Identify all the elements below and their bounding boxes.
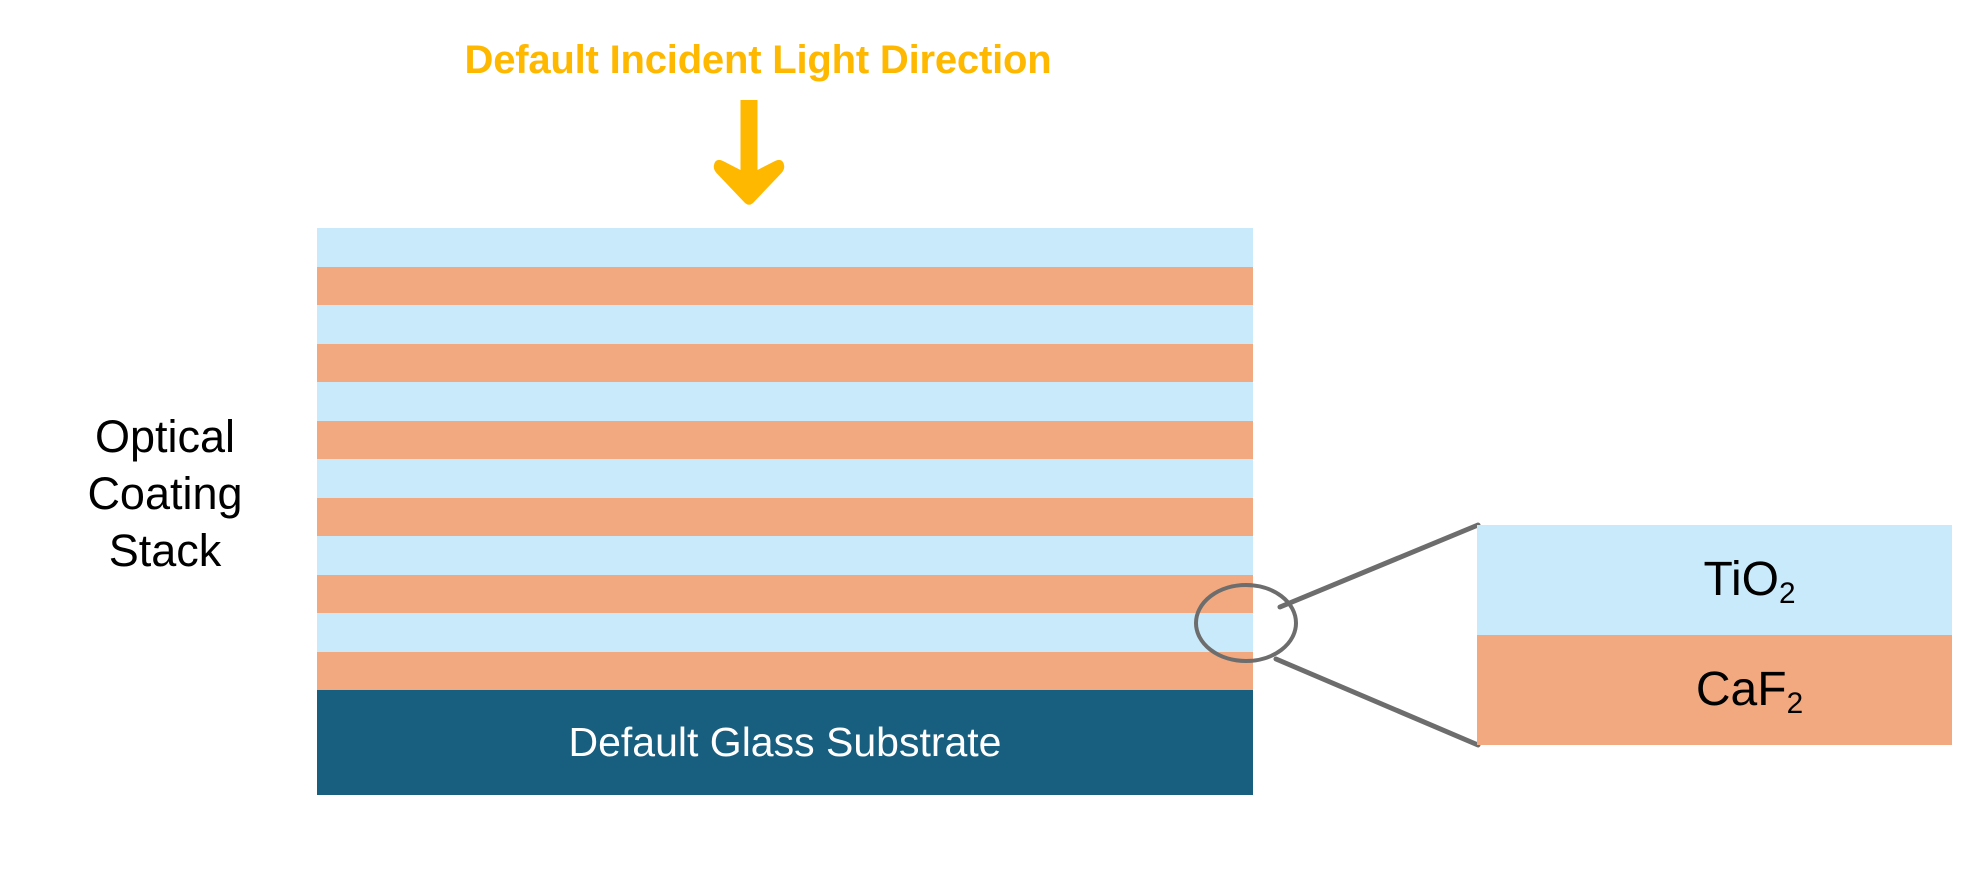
coating-layer <box>317 459 1253 498</box>
detail-callout-box: TiO2 CaF2 <box>1477 525 1952 745</box>
optical-coating-stack-label: Optical Coating Stack <box>20 408 310 579</box>
coating-layer <box>317 228 1253 267</box>
detail-layer-caf2: CaF2 <box>1477 635 1952 745</box>
coating-stack <box>317 228 1253 690</box>
magnifier-callout-leaders <box>1194 522 1481 748</box>
coating-layer <box>317 613 1253 652</box>
incident-light-arrow-icon <box>713 100 785 205</box>
leader-line-top <box>1277 522 1481 610</box>
coating-layer <box>317 536 1253 575</box>
coating-layer <box>317 266 1253 305</box>
caption-line-2: Coating <box>87 468 243 519</box>
coating-layer <box>317 420 1253 459</box>
incident-light-title: Default Incident Light Direction <box>464 38 1052 82</box>
substrate-label: Default Glass Substrate <box>568 719 1002 765</box>
coating-layer <box>317 651 1253 690</box>
coating-layer <box>317 343 1253 382</box>
coating-layer <box>317 305 1253 344</box>
coating-layer <box>317 574 1253 613</box>
coating-layer <box>317 497 1253 536</box>
magnifier-ellipse-icon <box>1194 583 1298 663</box>
detail-label-caf2: CaF2 <box>1695 663 1804 721</box>
detail-layer-tio2: TiO2 <box>1477 525 1952 635</box>
leader-line-bottom <box>1273 656 1481 748</box>
coating-layer <box>317 382 1253 421</box>
glass-substrate: Default Glass Substrate <box>317 690 1253 795</box>
detail-label-tio2: TiO2 <box>1703 553 1796 611</box>
caption-line-1: Optical <box>94 411 236 462</box>
caption-line-3: Stack <box>108 525 222 576</box>
